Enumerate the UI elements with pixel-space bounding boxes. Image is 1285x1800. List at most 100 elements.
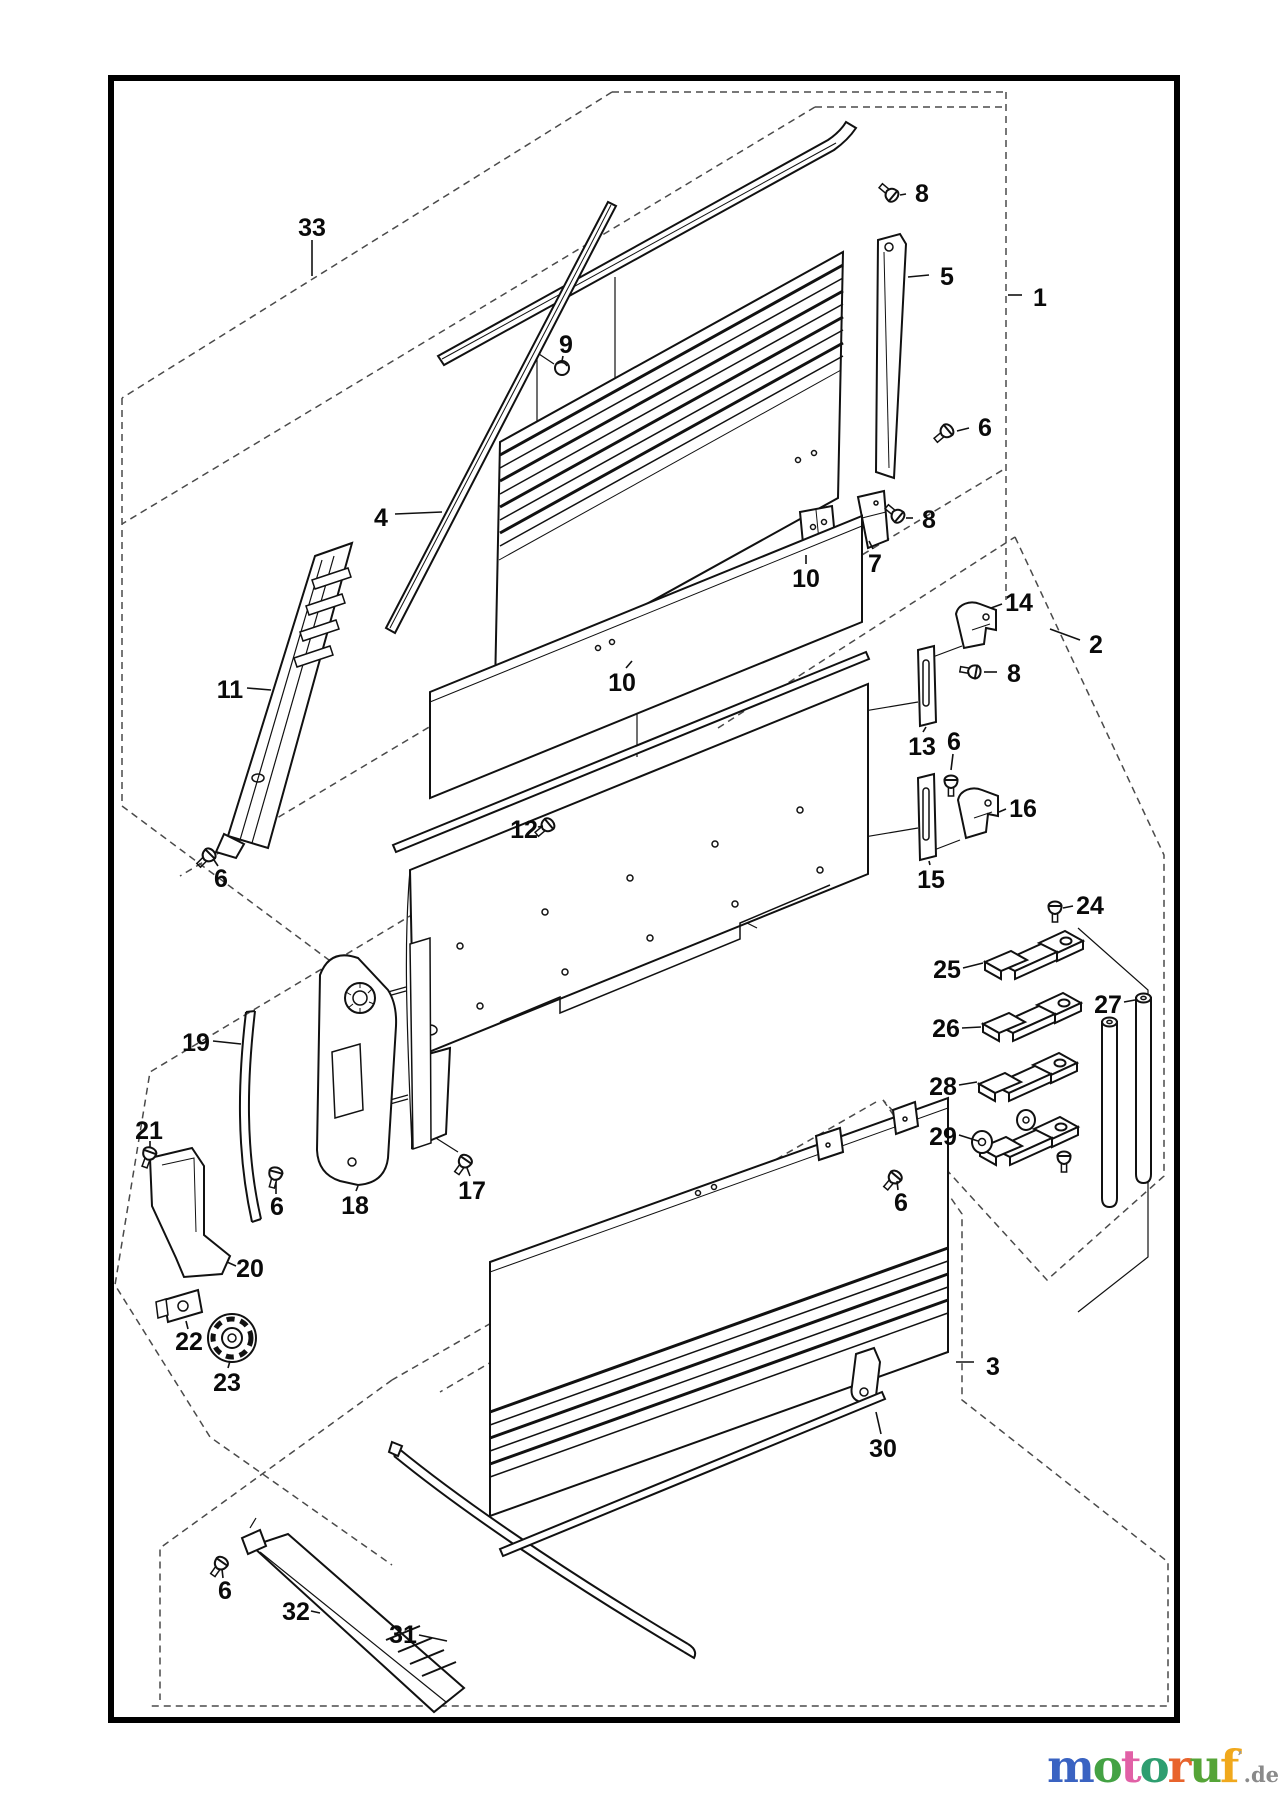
- callout-label-10: 10: [792, 565, 820, 593]
- callout-label-16: 16: [1009, 795, 1037, 823]
- callout-label-11: 11: [217, 676, 244, 704]
- page-border: [108, 75, 1180, 1723]
- screw-6-f: [206, 1553, 231, 1580]
- part-11-side-rail: [214, 541, 354, 860]
- part-22-clamp: [155, 1288, 204, 1324]
- callout-label-27: 27: [1094, 991, 1122, 1019]
- part-25-bracket: [984, 930, 1084, 980]
- part-23-star-knob: [207, 1313, 257, 1363]
- callout-label-9: 9: [559, 331, 573, 359]
- logo-letter: r: [1167, 1740, 1192, 1793]
- part-13-latch-bar: [916, 644, 938, 728]
- logo-letter: u: [1189, 1740, 1222, 1793]
- part-28-bracket: [978, 1052, 1078, 1102]
- part-5-support-bar: [874, 232, 908, 480]
- screw-17: [450, 1151, 475, 1178]
- callout-leader-4: [394, 511, 443, 515]
- callout-label-6: 6: [894, 1189, 908, 1217]
- callout-leader-22: [185, 1320, 189, 1330]
- callout-leader-13: [922, 726, 927, 733]
- callout-label-14: 14: [1005, 589, 1033, 617]
- screw-8-lower: [958, 661, 983, 681]
- part-14-hook-bracket: [954, 601, 997, 650]
- callout-label-7: 7: [868, 550, 882, 578]
- part-26-bracket: [982, 992, 1082, 1042]
- callout-leader-6: [213, 859, 219, 867]
- callout-leader-28: [958, 1081, 978, 1086]
- callout-leader-20: [226, 1261, 237, 1267]
- part-27-tube-left: [1101, 1016, 1118, 1208]
- callout-leader-19: [212, 1040, 242, 1045]
- screw-8-top: [875, 179, 902, 205]
- callout-label-24: 24: [1076, 892, 1104, 920]
- screw-6-d: [264, 1164, 285, 1191]
- part-16-hook-bracket: [956, 787, 999, 840]
- callout-label-30: 30: [869, 1435, 897, 1463]
- part-top-rail: [436, 120, 858, 367]
- callout-leader-7: [868, 540, 874, 550]
- callout-label-29: 29: [929, 1123, 957, 1151]
- callout-label-8: 8: [915, 180, 929, 208]
- part-upper-panel: [493, 250, 845, 690]
- callout-leader-10: [625, 660, 633, 669]
- callout-label-31: 31: [389, 1621, 417, 1649]
- callout-label-3: 3: [986, 1353, 1000, 1381]
- callout-label-28: 28: [929, 1073, 957, 1101]
- callout-label-6: 6: [978, 414, 992, 442]
- callout-leader-24: [1062, 905, 1074, 909]
- callout-leader-16: [998, 808, 1007, 813]
- callout-label-8: 8: [922, 506, 936, 534]
- part-27-tube-right: [1135, 992, 1152, 1184]
- callout-label-4: 4: [374, 504, 388, 532]
- part-7-bracket: [856, 489, 890, 550]
- callout-leader-6: [950, 753, 954, 771]
- callout-leader-25: [962, 962, 984, 969]
- logo-letter: o: [1139, 1740, 1170, 1793]
- part-20-rubber-foot: [148, 1146, 232, 1279]
- part-bottom-panel: [489, 1096, 949, 1518]
- callout-label-32: 32: [282, 1598, 310, 1626]
- callout-label-33: 33: [298, 214, 326, 242]
- callout-label-17: 17: [458, 1177, 486, 1205]
- part-18-side-plate: [387, 936, 432, 1151]
- callout-label-6: 6: [947, 728, 961, 756]
- logo-letter: o: [1092, 1740, 1123, 1793]
- callout-label-13: 13: [908, 733, 936, 761]
- callout-leader-31: [418, 1634, 448, 1642]
- part-18-housing: [315, 954, 398, 1187]
- callout-leader-17: [466, 1167, 471, 1177]
- callout-leader-2: [1049, 628, 1081, 641]
- part-29-clamp-bracket: [971, 1109, 1079, 1173]
- callout-label-23: 23: [213, 1369, 241, 1397]
- callout-label-26: 26: [932, 1015, 960, 1043]
- callout-label-1: 1: [1033, 284, 1047, 312]
- callout-leader-29: [958, 1134, 979, 1142]
- callout-label-8: 8: [1007, 660, 1021, 688]
- callout-leader-26: [961, 1026, 982, 1029]
- part-31-curved-rail: [387, 1440, 697, 1660]
- callout-label-12: 12: [510, 816, 538, 844]
- callout-label-6: 6: [270, 1193, 284, 1221]
- callout-label-20: 20: [236, 1255, 264, 1283]
- screw-6-a: [930, 421, 957, 447]
- callout-leader-32: [310, 1610, 321, 1614]
- logo-letter: m: [1047, 1740, 1095, 1793]
- callout-leader-23: [227, 1360, 231, 1369]
- motoruf-logo-suffix: .de: [1243, 1762, 1279, 1787]
- callout-label-18: 18: [341, 1192, 369, 1220]
- callout-label-25: 25: [933, 956, 961, 984]
- callout-leader-6: [896, 1180, 899, 1191]
- callout-leader-12: [537, 825, 544, 828]
- callout-label-22: 22: [175, 1328, 203, 1356]
- motoruf-logo: motoruf’.de: [1047, 1744, 1279, 1789]
- callout-leader-9: [561, 355, 564, 362]
- part-15-latch-bar: [916, 772, 938, 862]
- callout-leader-6: [221, 1568, 224, 1579]
- part-mid-panel-upper: [429, 514, 863, 800]
- part-19-curved-strip: [238, 1010, 262, 1223]
- callout-leader-27: [1123, 999, 1136, 1003]
- motoruf-logo-mark: ’: [1237, 1748, 1243, 1766]
